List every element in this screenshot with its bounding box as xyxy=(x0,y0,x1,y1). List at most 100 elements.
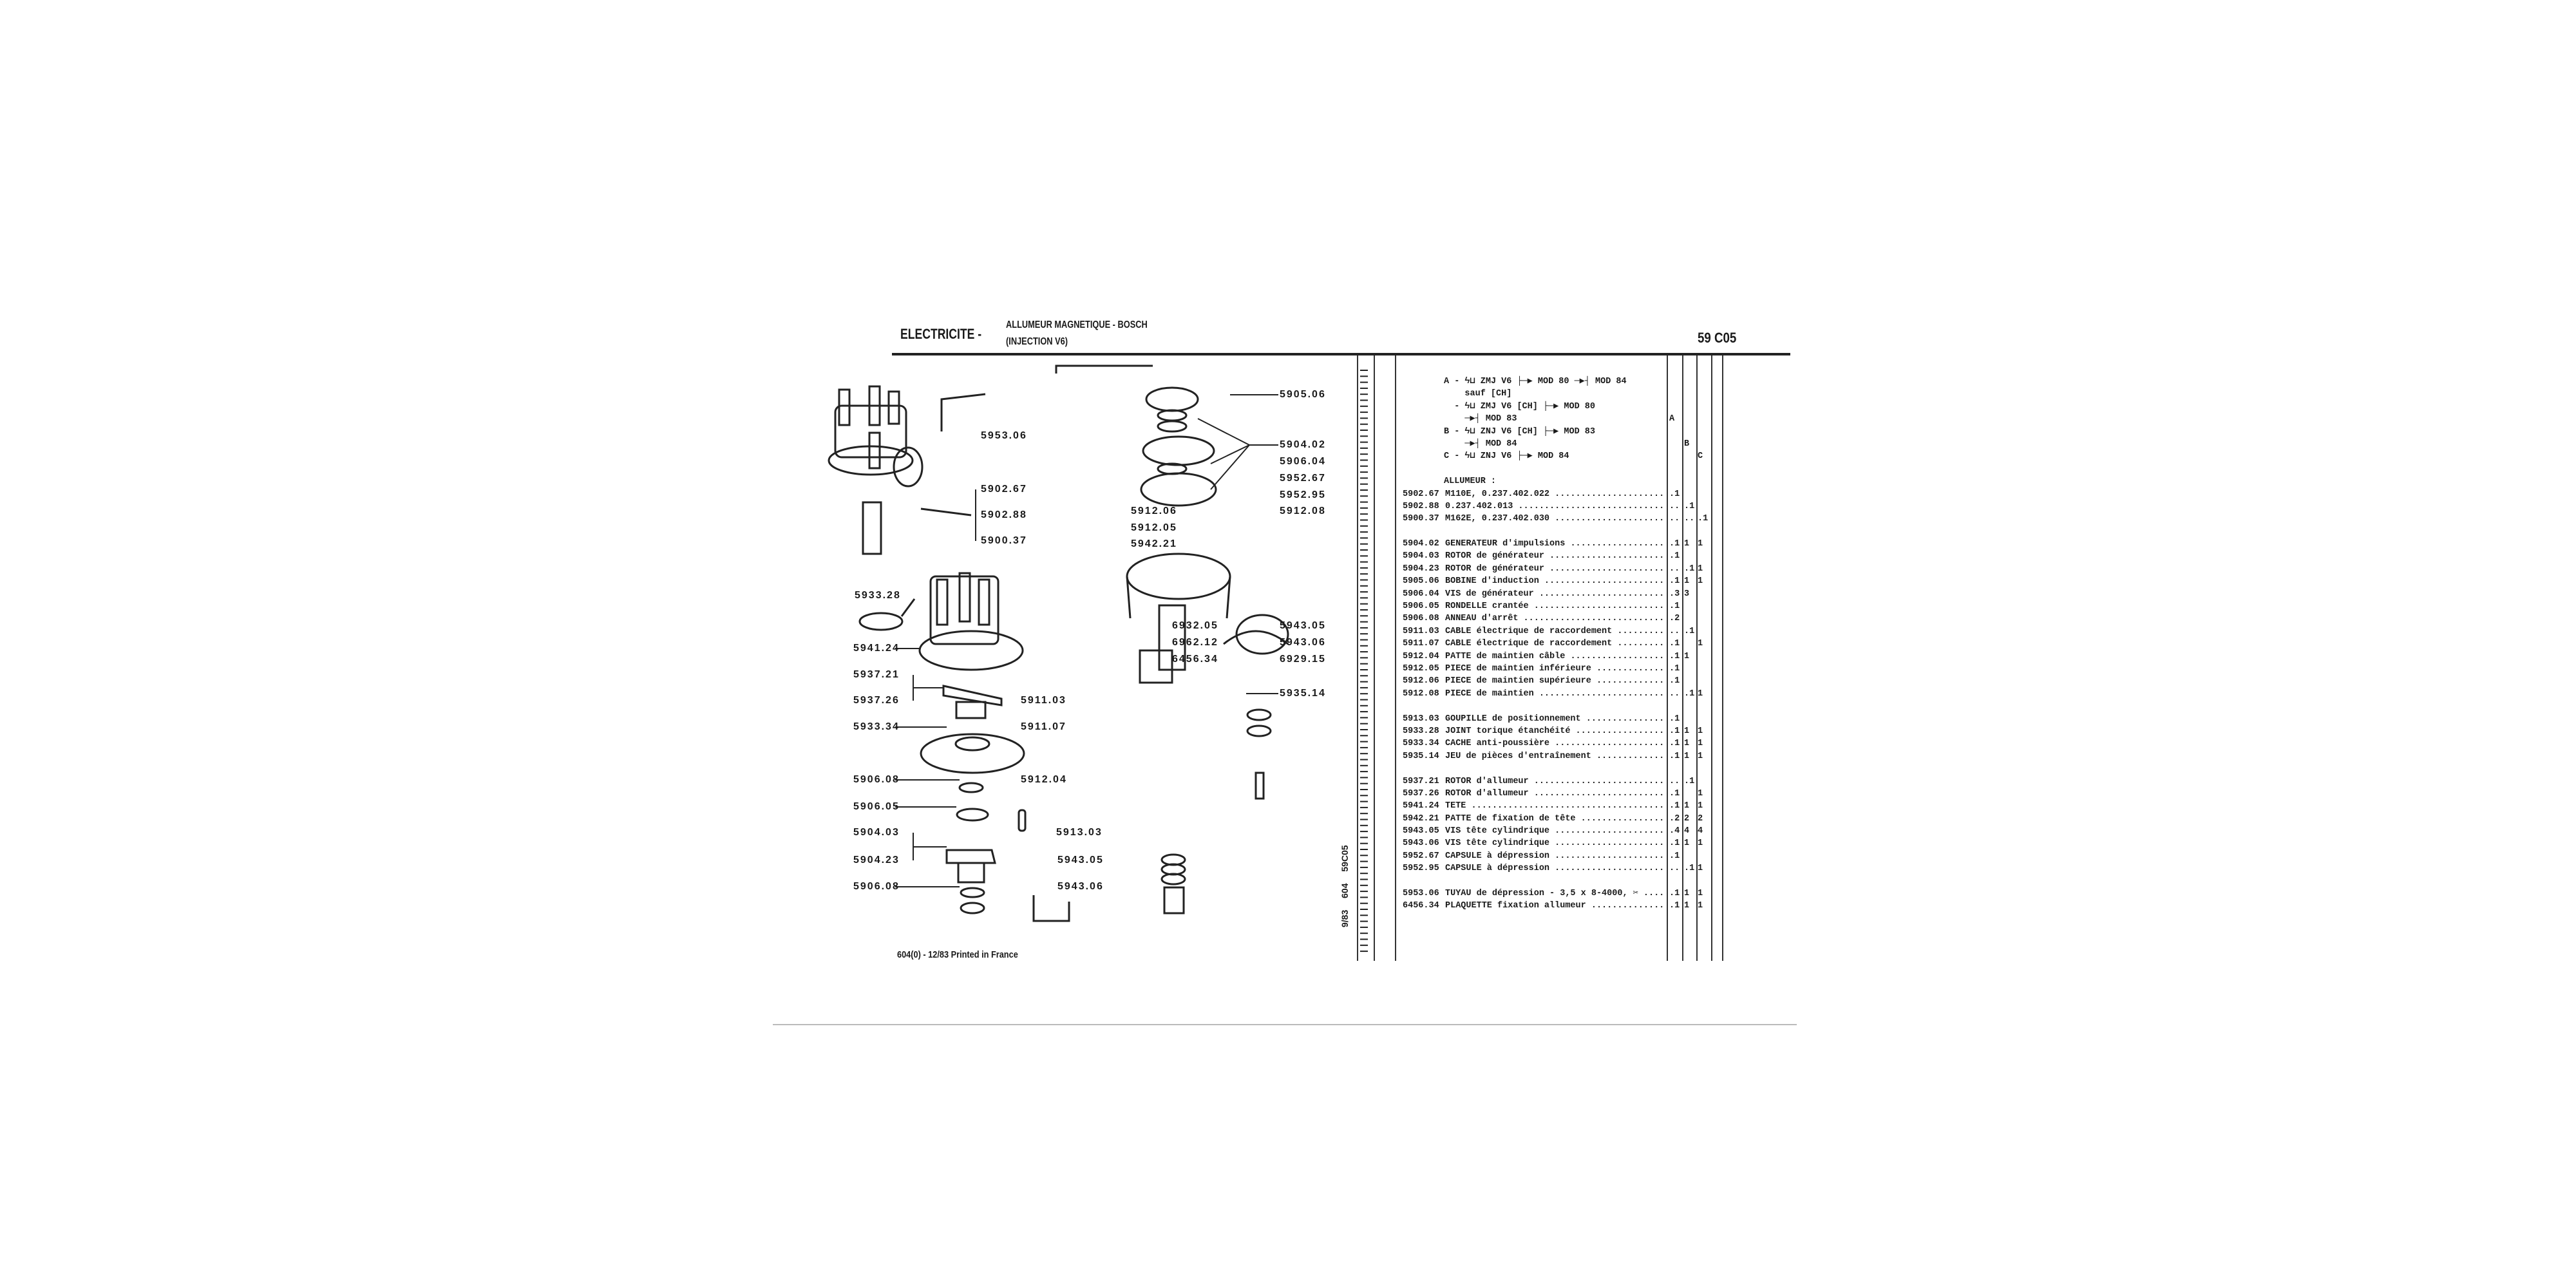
part-description: PATTE de maintien câble xyxy=(1445,650,1665,663)
quantity-b: 1 xyxy=(1684,651,1690,661)
diagram-label: 5904.03 xyxy=(853,827,900,838)
diagram-label: 5941.24 xyxy=(853,643,900,654)
blank-row xyxy=(1403,700,1789,712)
quantity-b: .. xyxy=(1684,514,1695,524)
quantity-a: .4 xyxy=(1669,826,1680,837)
quantity-b: .1 xyxy=(1684,688,1695,699)
part-reference: 5902.67 xyxy=(1403,489,1439,499)
diagram-label: 5937.21 xyxy=(853,669,900,680)
quantity-a: .1 xyxy=(1669,551,1680,562)
part-description: PIECE de maintien inférieure xyxy=(1445,663,1665,675)
part-description: TETE xyxy=(1445,800,1665,812)
applicability-row: A - ϟ⊔ ZMJ V6 ├─▶ MOD 80 ─▶┤ MOD 84 xyxy=(1403,375,1789,388)
diagram-label: 6929.15 xyxy=(1280,654,1326,665)
quantity-a: .. xyxy=(1669,564,1680,574)
quantity-a: .1 xyxy=(1669,801,1680,811)
quantity-b: 1 xyxy=(1684,539,1690,549)
list-right-border xyxy=(1722,355,1723,961)
part-reference: 5906.05 xyxy=(1403,601,1439,612)
quantity-b: 1 xyxy=(1684,751,1690,761)
blank-row xyxy=(1403,875,1789,887)
part-reference: 5912.04 xyxy=(1403,651,1439,661)
applicability-text: A - ϟ⊔ ZMJ V6 ├─▶ MOD 80 ─▶┤ MOD 84 xyxy=(1444,377,1627,386)
divider-line xyxy=(1374,355,1375,961)
column-b-line xyxy=(1682,355,1683,961)
quantity-a: .. xyxy=(1669,501,1680,511)
applicability-text: ─▶┤ MOD 83 xyxy=(1444,414,1517,424)
part-description: ROTOR d'allumeur xyxy=(1445,775,1665,788)
section-title: ELECTRICITE - xyxy=(900,326,982,342)
quantity-a: .1 xyxy=(1669,576,1680,587)
part-description: VIS tête cylindrique xyxy=(1445,837,1665,849)
quantity-c: 1 xyxy=(1698,726,1703,736)
quantity-a: .1 xyxy=(1669,889,1680,899)
part-description: ANNEAU d'arrêt xyxy=(1445,612,1665,625)
diagram-label: 5911.03 xyxy=(1021,695,1066,706)
quantity-c: 4 xyxy=(1698,826,1703,837)
diagram-label: 5911.07 xyxy=(1021,721,1066,732)
quantity-a: .1 xyxy=(1669,601,1680,612)
quantity-a: .1 xyxy=(1669,714,1680,724)
quantity-c: .1 xyxy=(1698,514,1709,524)
part-description: 0.237.402.013 xyxy=(1445,500,1665,513)
part-description: JEU de pièces d'entraînement xyxy=(1445,750,1665,762)
diagram-label: 5912.04 xyxy=(1021,774,1067,785)
part-reference: 5911.07 xyxy=(1403,639,1439,649)
part-reference: 5937.26 xyxy=(1403,788,1439,799)
blank-row xyxy=(1403,762,1789,775)
part-reference: 5904.03 xyxy=(1403,551,1439,562)
quantity-b: .1 xyxy=(1684,626,1695,636)
part-description: ROTOR de générateur xyxy=(1445,550,1665,562)
diagram-label: 5904.02 xyxy=(1280,439,1326,450)
part-reference: 5912.05 xyxy=(1403,663,1439,674)
part-description: BOBINE d'induction xyxy=(1445,575,1665,587)
applicability-text: B - ϟ⊔ ZNJ V6 [CH] ├─▶ MOD 83 xyxy=(1444,426,1595,437)
diagram-label: 5906.08 xyxy=(853,881,900,892)
page-code: 59 C05 xyxy=(1698,330,1737,346)
diagram-label: 5912.06 xyxy=(1131,506,1177,516)
distributor-assembly xyxy=(828,365,1289,922)
quantity-a: .1 xyxy=(1669,838,1680,849)
part-description: TUYAU de dépression - 3,5 x 8-4000, ✂ xyxy=(1445,887,1665,900)
part-description: ROTOR d'allumeur xyxy=(1445,788,1665,800)
blank-row xyxy=(1403,463,1789,475)
quantity-b: .1 xyxy=(1684,501,1695,511)
applicability-column-marker: B xyxy=(1684,439,1690,449)
diagram-label: 5937.26 xyxy=(853,695,900,706)
quantity-a: .2 xyxy=(1669,614,1680,624)
diagram-label: 5905.06 xyxy=(1280,389,1326,400)
quantity-b: .1 xyxy=(1684,864,1695,874)
part-reference: 5906.04 xyxy=(1403,589,1439,599)
quantity-a: .1 xyxy=(1669,739,1680,749)
group-heading: ALLUMEUR : xyxy=(1403,475,1789,488)
diagram-label: 5906.08 xyxy=(853,774,900,785)
part-row: 5902.880.237.402.013...1 xyxy=(1403,500,1789,513)
part-description: ROTOR de générateur xyxy=(1445,563,1665,575)
quantity-b: 1 xyxy=(1684,739,1690,749)
part-description: M162E, 0.237.402.030 xyxy=(1445,513,1665,525)
part-reference: 5941.24 xyxy=(1403,801,1439,811)
part-description: CABLE électrique de raccordement xyxy=(1445,625,1665,638)
subtitle-line-1: ALLUMEUR MAGNETIQUE - BOSCH xyxy=(1006,319,1148,330)
part-reference: 5906.08 xyxy=(1403,614,1439,624)
part-reference: 5912.08 xyxy=(1403,688,1439,699)
quantity-c: 1 xyxy=(1698,539,1703,549)
diagram-label: 6456.34 xyxy=(1172,654,1218,665)
quantity-c: 1 xyxy=(1698,688,1703,699)
part-description: GOUPILLE de positionnement xyxy=(1445,713,1665,725)
quantity-b: 2 xyxy=(1684,813,1690,824)
part-reference: 5937.21 xyxy=(1403,776,1439,786)
quantity-b: 1 xyxy=(1684,726,1690,736)
quantity-a: .1 xyxy=(1669,726,1680,736)
